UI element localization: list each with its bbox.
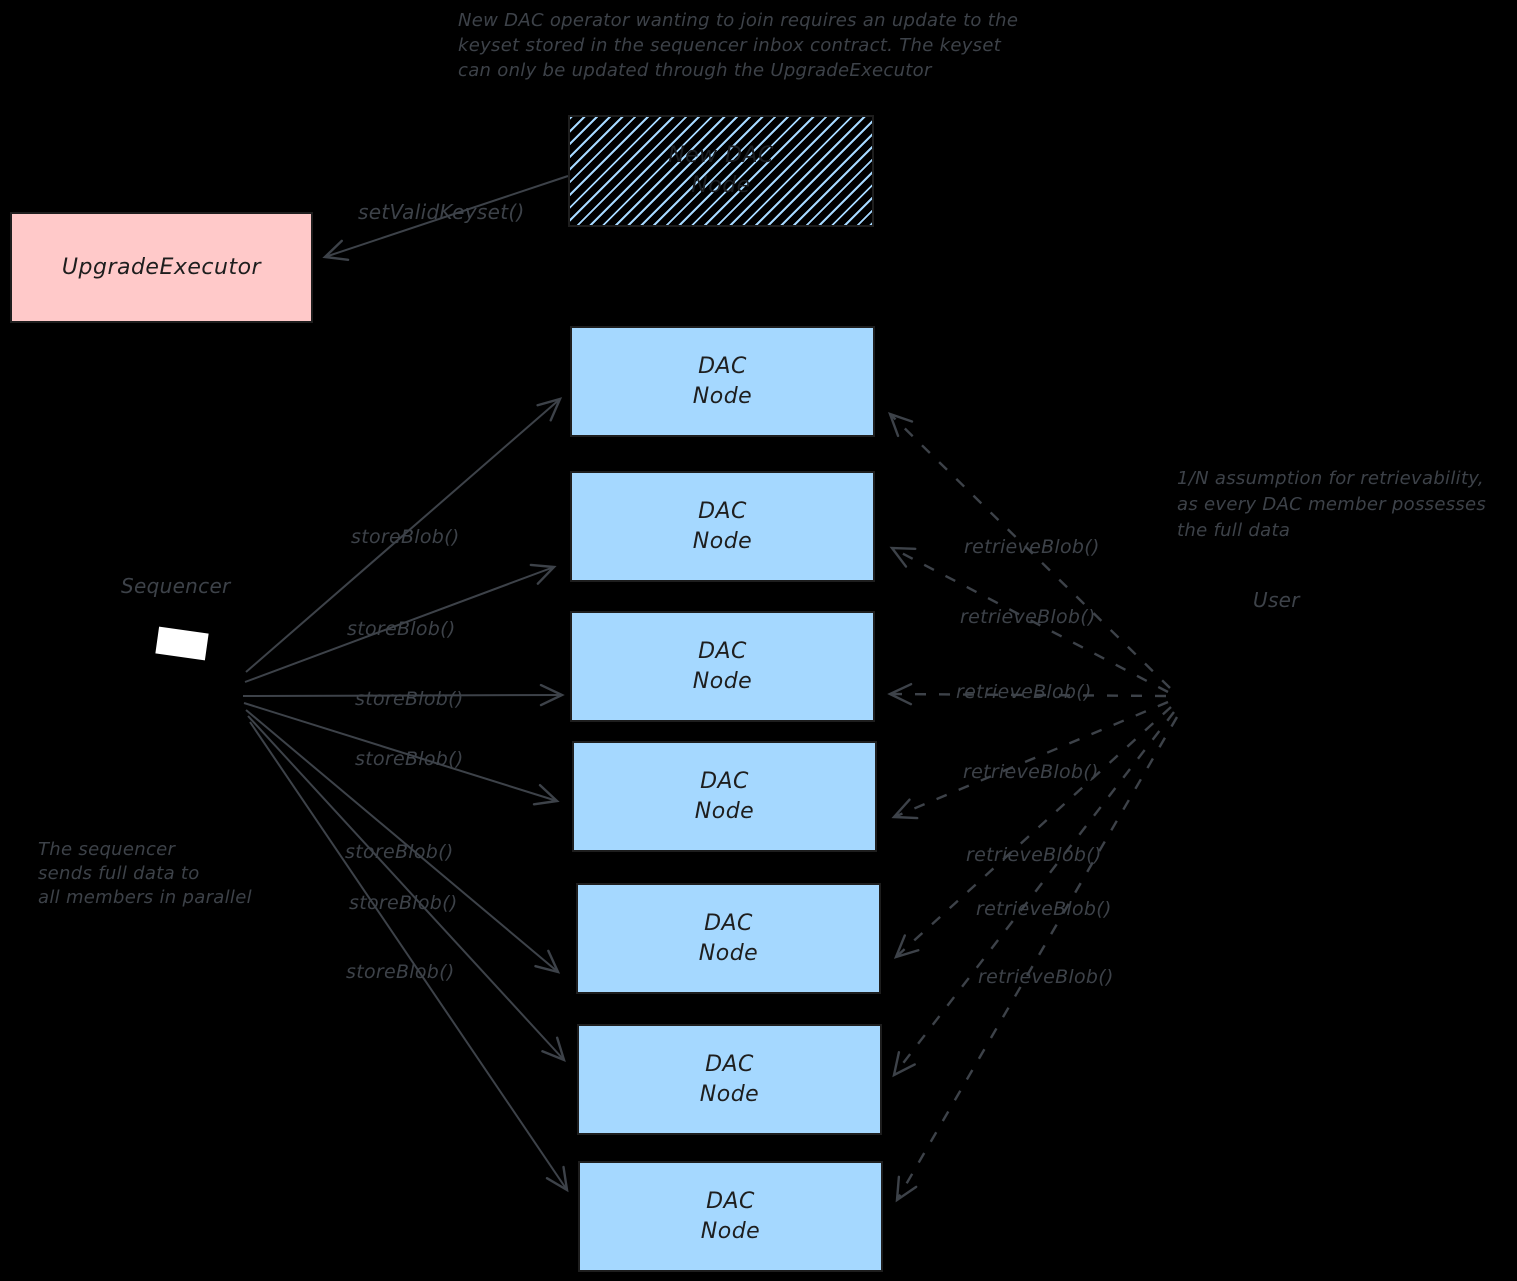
- sequencer-note-line1: The sequencer: [38, 839, 176, 860]
- dac-node-box: DAC Node: [570, 471, 875, 582]
- dac-node-label-line2: Node: [694, 798, 755, 824]
- dac-node-label-line2: Node: [692, 528, 753, 554]
- dac-node-box: DAC Node: [572, 741, 877, 852]
- store-blob-label: storeBlob(): [347, 618, 456, 640]
- retrieve-blob-label: retrieveBlob(): [964, 536, 1100, 558]
- store-blob-label: storeBlob(): [346, 961, 455, 983]
- store-blob-label: storeBlob(): [355, 748, 464, 770]
- dac-node-label-line1: DAC: [706, 1188, 755, 1214]
- new-dac-node-label-line1: New DAC: [668, 143, 774, 168]
- dac-node-label-line1: DAC: [700, 768, 749, 794]
- keyset-update-note-line2: keyset stored in the sequencer inbox con…: [458, 35, 1002, 56]
- dac-node-box: DAC Node: [570, 611, 875, 722]
- retrieve-blob-arrow: [891, 700, 1169, 820]
- dac-node-label-line1: DAC: [698, 353, 747, 379]
- dac-node-label-line1: DAC: [704, 910, 753, 936]
- set-valid-keyset-label: setValidKeyset(): [358, 200, 525, 224]
- store-blob-arrow: [249, 721, 569, 1193]
- sequencer-screen-icon: [155, 626, 209, 661]
- store-blob-label: storeBlob(): [351, 526, 460, 548]
- dac-node-label-line2: Node: [700, 1218, 761, 1244]
- dac-node-box: DAC Node: [570, 326, 875, 437]
- retrieve-blob-label: retrieveBlob(): [978, 966, 1114, 988]
- new-dac-node-box: New DAC Node: [568, 115, 874, 227]
- retrieve-blob-label: retrieveBlob(): [966, 844, 1102, 866]
- retrievability-note-line2: as every DAC member possesses: [1177, 494, 1487, 515]
- dac-node-label-line2: Node: [699, 1081, 760, 1107]
- dac-node-label-line2: Node: [692, 383, 753, 409]
- sequencer-note: The sequencer sends full data to all mem…: [38, 838, 252, 910]
- store-blob-label: storeBlob(): [355, 688, 464, 710]
- dac-node-label-line1: DAC: [698, 498, 747, 524]
- sequencer-note-line3: all members in parallel: [38, 887, 252, 908]
- store-blob-label: storeBlob(): [349, 892, 458, 914]
- dac-node-box: DAC Node: [577, 1024, 882, 1135]
- retrievability-note: 1/N assumption for retrievability, as ev…: [1177, 466, 1486, 544]
- dac-node-box: DAC Node: [576, 883, 881, 994]
- dac-node-label-line1: DAC: [705, 1051, 754, 1077]
- dac-node-label-line2: Node: [698, 940, 759, 966]
- user-label: User: [1253, 588, 1300, 612]
- new-dac-node-label-line2: Node: [691, 173, 751, 198]
- keyset-update-note-line3: can only be updated through the UpgradeE…: [458, 60, 932, 81]
- sequencer-label: Sequencer: [121, 574, 231, 598]
- sequencer-note-line2: sends full data to: [38, 863, 200, 884]
- keyset-update-note-line1: New DAC operator wanting to join require…: [458, 10, 1019, 31]
- retrieve-blob-label: retrieveBlob(): [956, 681, 1092, 703]
- retrieve-blob-label: retrieveBlob(): [960, 606, 1096, 628]
- retrievability-note-line3: the full data: [1177, 520, 1291, 541]
- upgrade-executor-box: UpgradeExecutor: [10, 212, 313, 323]
- retrievability-note-line1: 1/N assumption for retrievability,: [1177, 468, 1484, 489]
- retrieve-blob-label: retrieveBlob(): [963, 761, 1099, 783]
- dac-node-box: DAC Node: [578, 1161, 883, 1272]
- store-blob-label: storeBlob(): [345, 841, 454, 863]
- keyset-update-note: New DAC operator wanting to join require…: [458, 8, 1018, 83]
- dac-node-label-line2: Node: [692, 668, 753, 694]
- dac-node-label-line1: DAC: [698, 638, 747, 664]
- upgrade-executor-label: UpgradeExecutor: [61, 254, 262, 280]
- retrieve-blob-label: retrieveBlob(): [976, 898, 1112, 920]
- retrieve-blob-arrow: [895, 716, 1179, 1203]
